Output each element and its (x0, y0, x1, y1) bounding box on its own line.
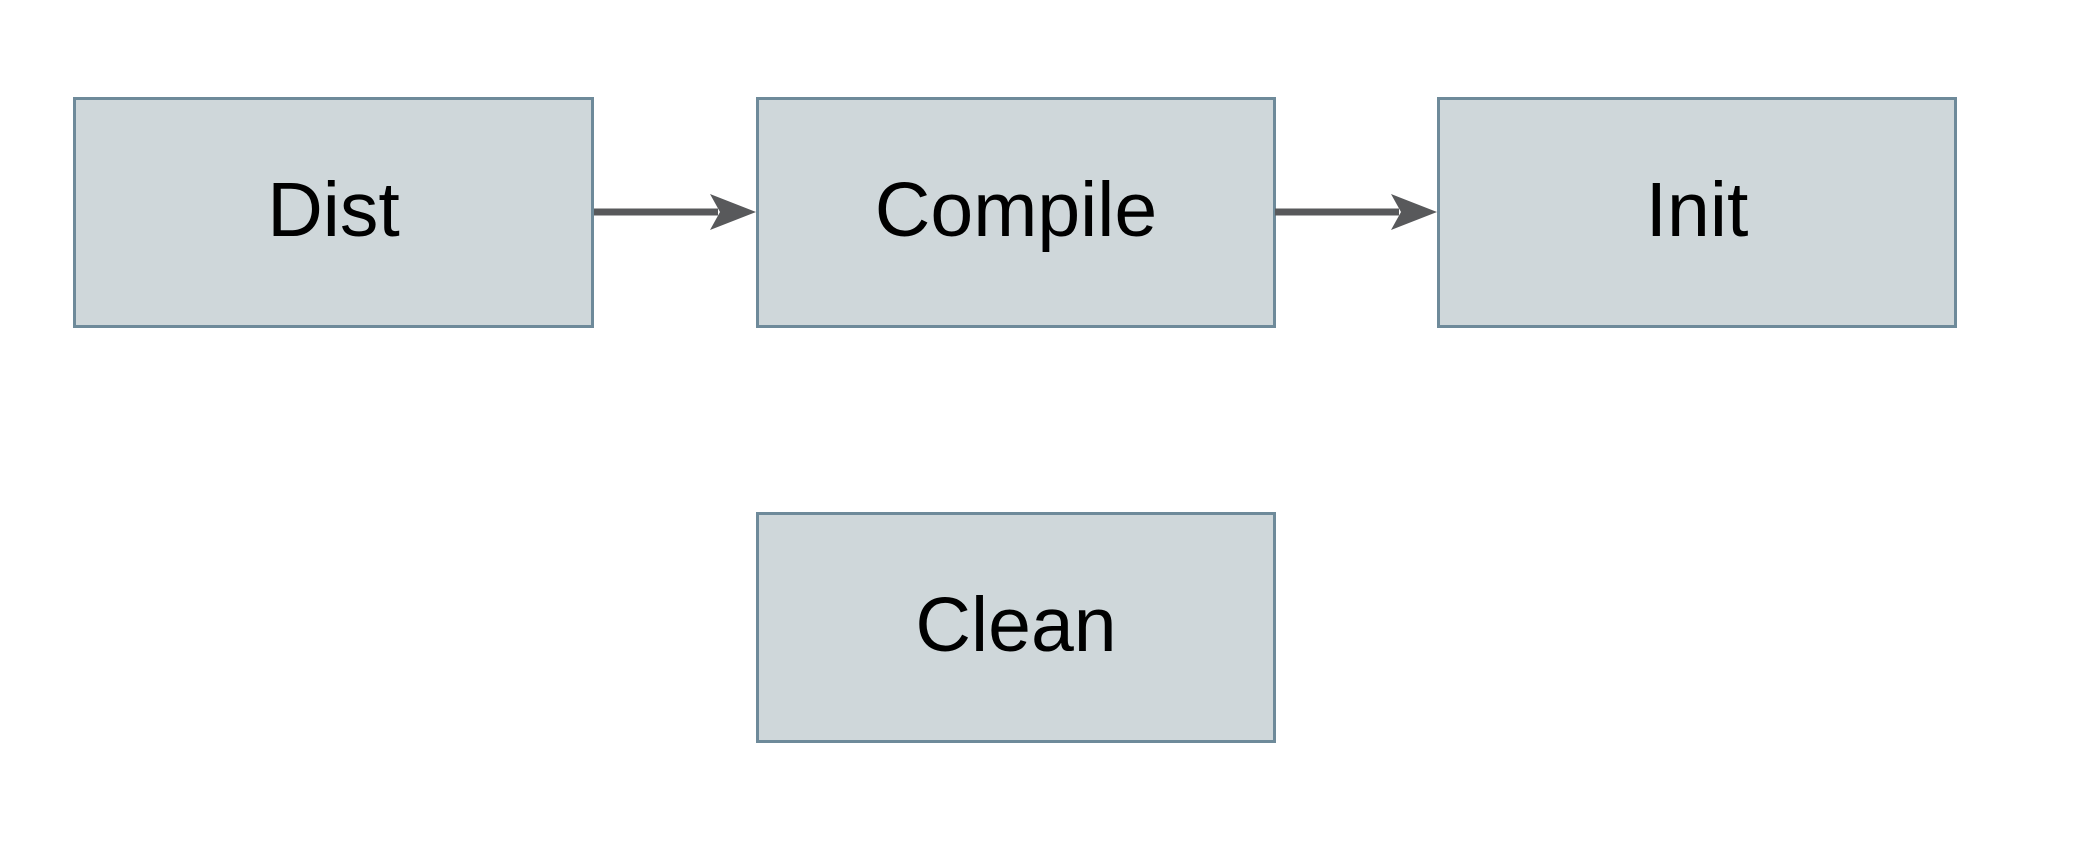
arrow-compile-to-init (1275, 194, 1437, 230)
node-clean: Clean (756, 512, 1276, 743)
node-dist: Dist (73, 97, 594, 328)
arrowhead-right-icon (710, 194, 756, 230)
node-dist-label: Dist (267, 167, 400, 253)
node-clean-label: Clean (915, 582, 1117, 668)
arrowhead-right-icon (1391, 194, 1437, 230)
node-compile: Compile (756, 97, 1276, 328)
node-compile-label: Compile (874, 167, 1158, 253)
arrow-dist-to-compile (594, 194, 756, 230)
node-init: Init (1437, 97, 1957, 328)
node-init-label: Init (1645, 167, 1749, 253)
